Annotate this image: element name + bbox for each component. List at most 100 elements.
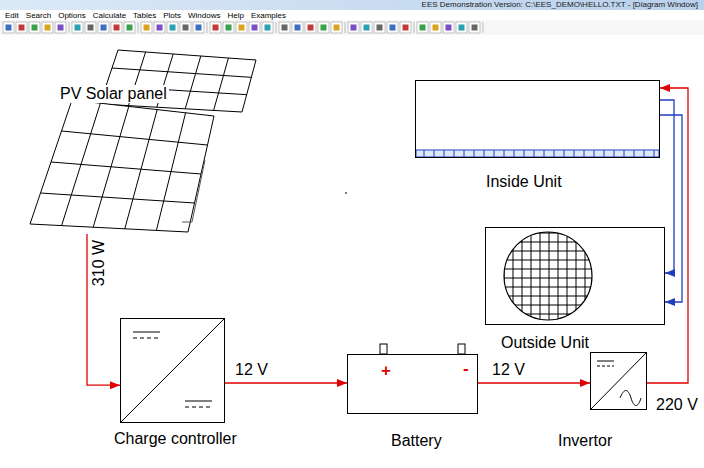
toolbar-separator [276, 22, 277, 33]
toolbar-button [72, 22, 83, 33]
toolbar-glyph [45, 25, 51, 31]
menu-item: Help [227, 11, 243, 20]
fan-grille [502, 230, 594, 322]
toolbar-glyph [364, 25, 370, 31]
toolbar [0, 20, 704, 35]
toolbar-glyph [433, 25, 439, 31]
toolbar-button [400, 22, 411, 33]
terminal-sign: + [381, 361, 391, 381]
node-label: Charge controller [114, 430, 237, 448]
power-wire [647, 88, 688, 383]
node-label: PV Solar panel [58, 85, 169, 103]
strip-tick [594, 150, 595, 157]
menu-item: Options [58, 11, 86, 20]
grille-line [502, 269, 594, 270]
grille-line [549, 230, 550, 322]
strip-tick [524, 150, 525, 157]
toolbar-button [55, 22, 66, 33]
grille-line [502, 278, 594, 279]
toolbar-separator [207, 22, 208, 33]
toolbar-button [279, 22, 290, 33]
terminal-sign: - [463, 359, 469, 379]
refrigerant-line [660, 115, 682, 302]
grille-line [513, 230, 514, 322]
toolbar-glyph [144, 25, 150, 31]
grille-line [531, 230, 532, 322]
menu-bar: EditSearchOptionsCalculateTablesPlotsWin… [5, 11, 286, 20]
grille-line [585, 230, 586, 322]
strip-tick [444, 150, 445, 157]
strip-tick [584, 150, 585, 157]
toolbar-glyph [282, 25, 288, 31]
refrigerant-line [660, 100, 674, 273]
power-label: 310 W [90, 238, 108, 288]
inverter-symbol [590, 352, 647, 410]
toolbar-glyph [321, 25, 327, 31]
grille-line [502, 242, 594, 243]
toolbar-button [16, 22, 27, 33]
toolbar-button [387, 22, 398, 33]
toolbar-button [180, 22, 191, 33]
lower-panel [30, 100, 214, 232]
toolbar-button [236, 22, 247, 33]
toolbar-button [292, 22, 303, 33]
strip-tick [434, 150, 435, 157]
stray-dot [345, 192, 347, 194]
toolbar-button [430, 22, 441, 33]
grille-line [576, 230, 577, 322]
menu-item: Edit [5, 11, 19, 20]
toolbar-glyph [403, 25, 409, 31]
power-wire [87, 234, 120, 385]
toolbar-button [305, 22, 316, 33]
inside-unit: Inside Unit [415, 80, 660, 158]
grille-line [502, 314, 594, 315]
toolbar-glyph [170, 25, 176, 31]
toolbar-glyph [19, 25, 25, 31]
strip-tick [564, 150, 565, 157]
strip-tick [644, 150, 645, 157]
toolbar-button [29, 22, 40, 33]
menu-item: Examples [251, 11, 286, 20]
toolbar-button [331, 22, 342, 33]
toolbar-button [85, 22, 96, 33]
toolbar-glyph [446, 25, 452, 31]
toolbar-glyph [472, 25, 478, 31]
toolbar-button [249, 22, 260, 33]
power-wire [478, 382, 590, 383]
toolbar-button [42, 22, 53, 33]
strip-tick [554, 150, 555, 157]
toolbar-glyph [265, 25, 271, 31]
toolbar-glyph [58, 25, 64, 31]
toolbar-glyph [183, 25, 189, 31]
toolbar-button [443, 22, 454, 33]
menu-item: Windows [188, 11, 220, 20]
toolbar-glyph [196, 25, 202, 31]
toolbar-glyph [334, 25, 340, 31]
menu-item: Calculate [93, 11, 126, 20]
panel-cell-line [112, 68, 251, 77]
toolbar-glyph [226, 25, 232, 31]
battery-terminals [380, 344, 465, 354]
strip-tick [424, 150, 425, 157]
strip-tick [614, 150, 615, 157]
toolbar-glyph [101, 25, 107, 31]
toolbar-glyph [420, 25, 426, 31]
solar-panel-drawing [30, 50, 256, 232]
strip-tick [464, 150, 465, 157]
strip-tick [534, 150, 535, 157]
panel-cell-line [51, 162, 201, 174]
grille-line [502, 233, 594, 234]
strip-tick [544, 150, 545, 157]
toolbar-button [210, 22, 221, 33]
toolbar-button [223, 22, 234, 33]
node-label: Inside Unit [486, 173, 562, 191]
toolbar-button [417, 22, 428, 33]
grille-line [502, 296, 594, 297]
toolbar-button [262, 22, 273, 33]
toolbar-separator [345, 22, 346, 33]
title-bar [0, 0, 704, 10]
strip-tick [514, 150, 515, 157]
strip-tick [624, 150, 625, 157]
